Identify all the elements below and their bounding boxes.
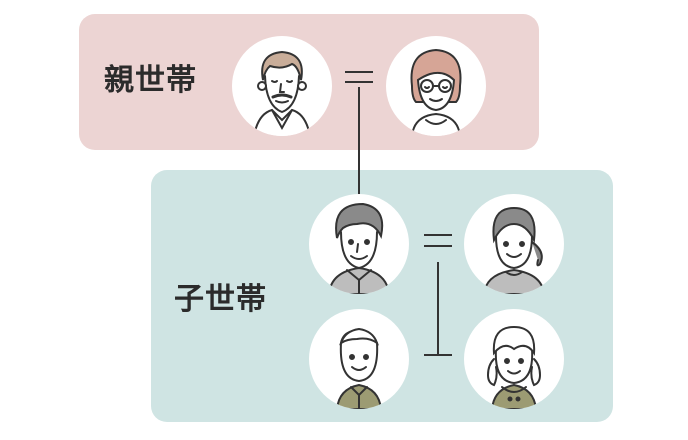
girl-icon: [464, 309, 564, 409]
child-generation-label: 子世帯: [174, 282, 267, 317]
grandmother-icon: [386, 36, 486, 136]
father-icon: [309, 194, 409, 294]
grandfather-icon: [232, 36, 332, 136]
boy-icon: [309, 309, 409, 409]
mother-icon: [464, 194, 564, 294]
parent-generation-label: 親世帯: [104, 63, 197, 98]
